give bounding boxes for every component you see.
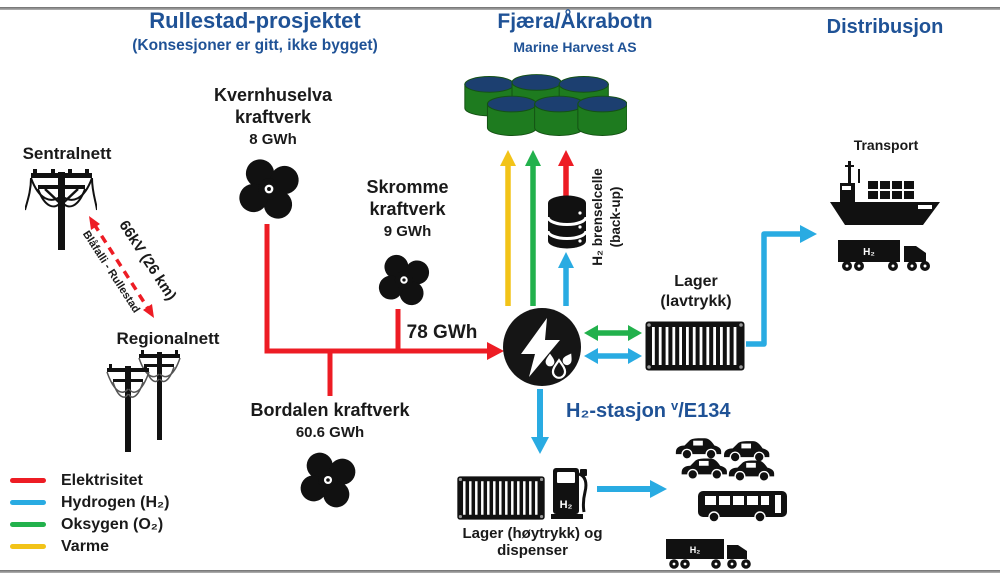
cargo-ship-icon bbox=[828, 155, 942, 236]
distribution-title: Distribusjon bbox=[826, 16, 944, 38]
legend-item-oxygen: Oksygen (O₂) bbox=[10, 514, 169, 535]
kvernhuselva-output: 8 GWh bbox=[249, 130, 297, 148]
project-subtitle: (Konsesjoner er gitt, ikke bygget) bbox=[132, 37, 378, 54]
kvernhuselva-name-line1: Kvernhuselva bbox=[213, 85, 333, 105]
legend: Elektrisitet Hydrogen (H₂) Oksygen (O₂) … bbox=[10, 470, 169, 557]
grid-66kv-dashed-arrow bbox=[89, 216, 154, 318]
station-sup: v bbox=[671, 398, 679, 413]
top-border-line bbox=[0, 7, 1000, 10]
hydrogen-path-to-transport bbox=[746, 225, 817, 347]
legend-label-oxygen: Oksygen (O₂) bbox=[61, 515, 164, 533]
bottom-border-line bbox=[0, 570, 1000, 573]
high-pressure-storage-label: Lager (høytrykk) og dispenser bbox=[462, 525, 603, 559]
bordalen-output: 60.6 GWh bbox=[295, 423, 365, 441]
station-road: /E134 bbox=[678, 400, 731, 422]
legend-item-heat: Varme bbox=[10, 536, 169, 557]
legend-swatch-0 bbox=[10, 478, 46, 483]
oxygen-arrow-up bbox=[525, 150, 541, 306]
car-group-icon bbox=[672, 436, 778, 487]
fish-farm-tanks-icon bbox=[455, 70, 628, 149]
bus-icon bbox=[697, 488, 789, 529]
bordalen-name: Bordalen kraftverk bbox=[250, 400, 410, 420]
low-pressure-line2: (lavtrykk) bbox=[660, 293, 732, 310]
legend-swatch-2 bbox=[10, 522, 46, 527]
legend-swatch-1 bbox=[10, 500, 46, 505]
low-pressure-container-icon bbox=[644, 320, 746, 377]
fuel-cell-label-line1: H₂ brenselcelle bbox=[590, 168, 606, 266]
fuel-pump-icon: H₂ bbox=[550, 462, 588, 525]
transport-label: Transport bbox=[853, 137, 919, 153]
skromme-output: 9 GWh bbox=[383, 222, 432, 240]
high-pressure-container-icon bbox=[456, 474, 546, 527]
skromme-label: Skromme kraftverk 9 GWh bbox=[345, 177, 470, 240]
fuelcell-electricity-arrow-up bbox=[558, 150, 574, 196]
transmission-tower-icon bbox=[24, 166, 98, 259]
pump-h2-label: H₂ bbox=[560, 499, 573, 511]
legend-label-heat: Varme bbox=[61, 537, 110, 555]
fuel-cell-stack-icon bbox=[546, 194, 588, 255]
fuel-cell-label-line2: (back-up) bbox=[608, 186, 623, 248]
project-title: Rullestad-prosjektet bbox=[149, 8, 361, 33]
hydrogen-arrow-down-to-station bbox=[531, 389, 549, 454]
kvernhuselva-label: Kvernhuselva kraftverk 8 GWh bbox=[198, 85, 348, 148]
skromme-name-line2: kraftverk bbox=[369, 198, 446, 219]
kvernhuselva-turbine-icon bbox=[230, 150, 308, 233]
low-pressure-storage-label: Lager (lavtrykk) bbox=[640, 272, 752, 312]
hydrogen-arrow-to-vehicles bbox=[597, 480, 667, 498]
low-pressure-line1: Lager bbox=[674, 273, 718, 290]
oxygen-double-arrow bbox=[584, 325, 642, 341]
legend-item-hydrogen: Hydrogen (H₂) bbox=[10, 492, 169, 513]
total-output-label: 78 GWh bbox=[406, 322, 478, 343]
fuel-cell-label: H₂ brenselcelle (back-up) bbox=[585, 142, 629, 292]
station-name: H₂-stasjon bbox=[566, 400, 667, 422]
skromme-name-line1: Skromme bbox=[366, 177, 449, 197]
legend-label-electricity: Elektrisitet bbox=[61, 471, 143, 489]
legend-item-electricity: Elektrisitet bbox=[10, 470, 169, 491]
site-title: Fjæra/Åkrabotn bbox=[497, 10, 653, 33]
kvernhuselva-name-line2: kraftverk bbox=[234, 106, 312, 127]
electricity-line-plants-to-electrolyser bbox=[264, 224, 488, 396]
bordalen-label: Bordalen kraftverk 60.6 GWh bbox=[240, 400, 420, 441]
bordalen-turbine-icon bbox=[292, 444, 364, 521]
electricity-arrowhead bbox=[487, 342, 504, 360]
electrolyser-icon bbox=[502, 307, 582, 392]
legend-swatch-3 bbox=[10, 544, 46, 549]
bottom-truck-h2-label: H₂ bbox=[690, 545, 701, 555]
heat-arrow-up bbox=[500, 150, 516, 306]
transport-h2-truck-icon: H₂ bbox=[838, 233, 934, 280]
station-title: H₂-stasjon v/E134 bbox=[566, 398, 731, 423]
h2-truck-icon: H₂ bbox=[666, 534, 760, 577]
transport-truck-cargo-label: H₂ bbox=[863, 247, 875, 258]
hydrogen-to-fuelcell-arrow bbox=[558, 252, 574, 306]
legend-label-hydrogen: Hydrogen (H₂) bbox=[61, 493, 170, 511]
central-grid-label: Sentralnett bbox=[22, 144, 112, 163]
regional-towers-icon bbox=[105, 348, 190, 458]
site-subtitle: Marine Harvest AS bbox=[513, 39, 637, 55]
regional-grid-label: Regionalnett bbox=[116, 329, 220, 348]
skromme-turbine-icon bbox=[371, 247, 437, 318]
hydrogen-double-arrow bbox=[584, 348, 642, 364]
